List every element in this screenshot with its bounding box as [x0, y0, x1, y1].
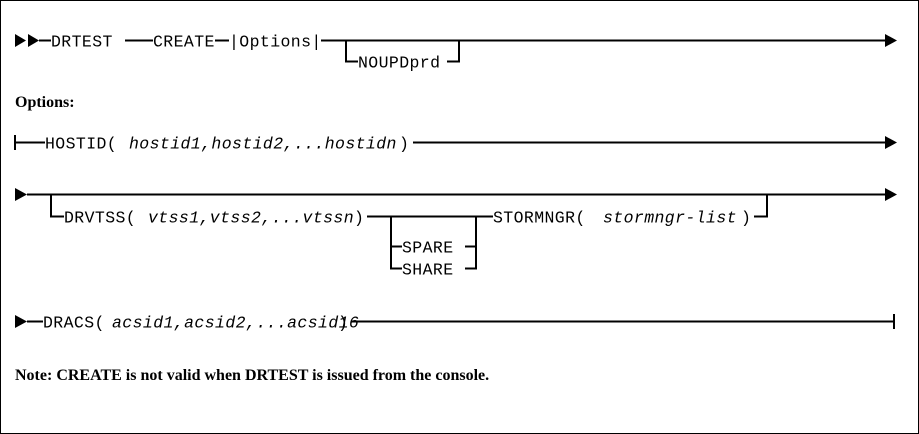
- token-options-ref: |Options|: [229, 33, 322, 52]
- branch-choice-right: [465, 216, 477, 270]
- branch-noupdprd-right: [447, 40, 460, 63]
- branch-choice-left: [390, 216, 402, 270]
- token-stormngr-close: ): [741, 209, 751, 228]
- token-share: SHARE: [402, 261, 454, 280]
- branch-drvtss-left: [50, 194, 64, 218]
- branch-noupdprd-left: [345, 40, 358, 63]
- options-heading: Options:: [15, 94, 75, 111]
- row-main: DRTEST CREATE |Options| NOUPDprd: [15, 33, 897, 73]
- start-arrow-icon: [15, 315, 27, 328]
- token-hostid-keyword: HOSTID(: [45, 135, 117, 154]
- token-drvtss-close: ): [354, 209, 364, 228]
- token-noupdprd: NOUPDprd: [358, 54, 440, 73]
- token-dracs-close: ): [338, 314, 348, 333]
- token-stormngr-keyword: STORMNGR(: [493, 209, 586, 228]
- note-text: Note: CREATE is not valid when DRTEST is…: [15, 367, 489, 384]
- token-stormngr-operand: stormngr-list: [603, 209, 737, 228]
- token-drtest: DRTEST: [51, 33, 113, 52]
- token-drvtss-keyword: DRVTSS(: [64, 209, 136, 228]
- token-spare: SPARE: [402, 239, 454, 258]
- end-arrow-icon: [885, 34, 897, 47]
- row-drvtss: DRVTSS( vtss1,vtss2,...vtssn ) SPARE SHA…: [15, 188, 897, 280]
- start-double-arrow-icon-2: [28, 34, 39, 47]
- branch-drvtss-right: [754, 194, 768, 218]
- token-dracs-keyword: DRACS(: [43, 314, 105, 333]
- token-hostid-close: ): [399, 135, 409, 154]
- row-hostid: HOSTID( hostid1,hostid2,...hostidn ): [14, 135, 897, 154]
- token-drvtss-operand: vtss1,vtss2,...vtssn: [148, 209, 354, 228]
- row-dracs: DRACS( acsid1,acsid2,...acsid16 ): [15, 314, 895, 333]
- token-create: CREATE: [153, 33, 215, 52]
- token-dracs-operand: acsid1,acsid2,...acsid16: [112, 314, 359, 333]
- end-arrow-icon: [885, 188, 897, 201]
- end-arrow-icon: [885, 136, 897, 149]
- start-double-arrow-icon: [15, 34, 26, 47]
- start-arrow-icon: [15, 188, 27, 201]
- token-hostid-operand: hostid1,hostid2,...hostidn: [129, 135, 397, 154]
